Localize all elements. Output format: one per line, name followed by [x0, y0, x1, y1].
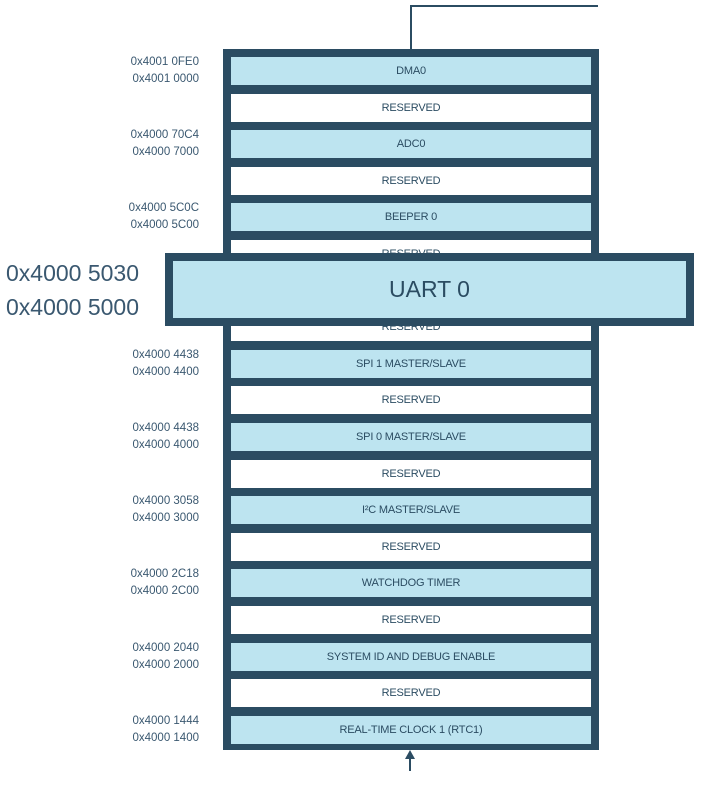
- address-high: 0x4000 2C18: [130, 568, 199, 580]
- address-range: 0x4000 1444 0x4000 1400: [60, 713, 199, 747]
- block-label: SPI 0 MASTER/SLAVE: [356, 431, 466, 443]
- peripheral-block: ADC0: [231, 130, 591, 158]
- reserved-block: RESERVED: [231, 679, 591, 707]
- address-low: 0x4000 4000: [132, 439, 199, 451]
- reserved-block: RESERVED: [231, 94, 591, 122]
- address-low: 0x4000 5C00: [130, 219, 199, 231]
- block-label: RESERVED: [381, 614, 441, 626]
- block-label: RESERVED: [381, 687, 441, 699]
- block-label: RESERVED: [381, 102, 441, 114]
- address-range: 0x4000 2040 0x4000 2000: [60, 640, 199, 674]
- reserved-block: RESERVED: [231, 386, 591, 414]
- uart0-address-high: 0x4000 5030: [6, 260, 140, 286]
- block-label: SPI 1 MASTER/SLAVE: [356, 358, 466, 370]
- address-high: 0x4000 3058: [132, 495, 199, 507]
- address-high: 0x4000 2040: [132, 642, 199, 654]
- block-label: RESERVED: [381, 175, 441, 187]
- peripheral-block: REAL-TIME CLOCK 1 (RTC1): [231, 716, 591, 744]
- address-low: 0x4000 3000: [132, 512, 199, 524]
- block-label: REAL-TIME CLOCK 1 (RTC1): [339, 724, 483, 736]
- peripheral-block: SPI 1 MASTER/SLAVE: [231, 350, 591, 378]
- arrow-up-icon: [405, 750, 415, 759]
- block-label: I²C MASTER/SLAVE: [361, 504, 461, 516]
- block-label: RESERVED: [381, 394, 441, 406]
- block-label: WATCHDOG TIMER: [361, 577, 461, 589]
- block-label: RESERVED: [381, 468, 441, 480]
- address-high: 0x4000 70C4: [130, 129, 199, 141]
- reserved-block: RESERVED: [231, 533, 591, 561]
- connector-top-vertical: [410, 5, 412, 49]
- address-low: 0x4000 2C00: [130, 585, 199, 597]
- block-label: RESERVED: [381, 541, 441, 553]
- address-range: 0x4000 5C0C 0x4000 5C00: [60, 200, 199, 234]
- reserved-block: RESERVED: [231, 460, 591, 488]
- reserved-block: RESERVED: [231, 606, 591, 634]
- peripheral-block: BEEPER 0: [231, 203, 591, 231]
- address-high: 0x4000 4438: [132, 422, 199, 434]
- address-range: 0x4000 4438 0x4000 4000: [60, 420, 199, 454]
- address-range: 0x4000 4438 0x4000 4400: [60, 347, 199, 381]
- block-label: ADC0: [396, 138, 426, 150]
- reserved-block: RESERVED: [231, 167, 591, 195]
- uart0-address-range: 0x4000 5030 0x4000 5000: [6, 256, 156, 324]
- address-low: 0x4000 7000: [132, 146, 199, 158]
- peripheral-block: I²C MASTER/SLAVE: [231, 496, 591, 524]
- block-label: DMA0: [396, 65, 426, 77]
- uart0-block: UART 0: [173, 261, 686, 318]
- address-range: 0x4000 3058 0x4000 3000: [60, 493, 199, 527]
- peripheral-block: SPI 0 MASTER/SLAVE: [231, 423, 591, 451]
- block-label: SYSTEM ID AND DEBUG ENABLE: [326, 651, 496, 663]
- address-high: 0x4000 5C0C: [128, 202, 199, 214]
- connector-top-horizontal: [410, 5, 598, 7]
- address-range: 0x4001 0FE0 0x4001 0000: [60, 54, 199, 88]
- address-high: 0x4000 1444: [132, 715, 199, 727]
- address-range: 0x4000 70C4 0x4000 7000: [60, 127, 199, 161]
- address-low: 0x4000 2000: [132, 659, 199, 671]
- uart0-label: UART 0: [389, 276, 470, 302]
- address-high: 0x4001 0FE0: [130, 56, 199, 68]
- address-low: 0x4000 1400: [132, 732, 199, 744]
- address-range: 0x4000 2C18 0x4000 2C00: [60, 566, 199, 600]
- address-low: 0x4001 0000: [132, 73, 199, 85]
- peripheral-block: SYSTEM ID AND DEBUG ENABLE: [231, 643, 591, 671]
- arrow-up-shaft: [409, 757, 411, 771]
- address-low: 0x4000 4400: [132, 366, 199, 378]
- peripheral-block: WATCHDOG TIMER: [231, 569, 591, 597]
- address-high: 0x4000 4438: [132, 349, 199, 361]
- block-label: BEEPER 0: [384, 211, 438, 223]
- peripheral-block: DMA0: [231, 57, 591, 85]
- uart0-address-low: 0x4000 5000: [6, 294, 140, 320]
